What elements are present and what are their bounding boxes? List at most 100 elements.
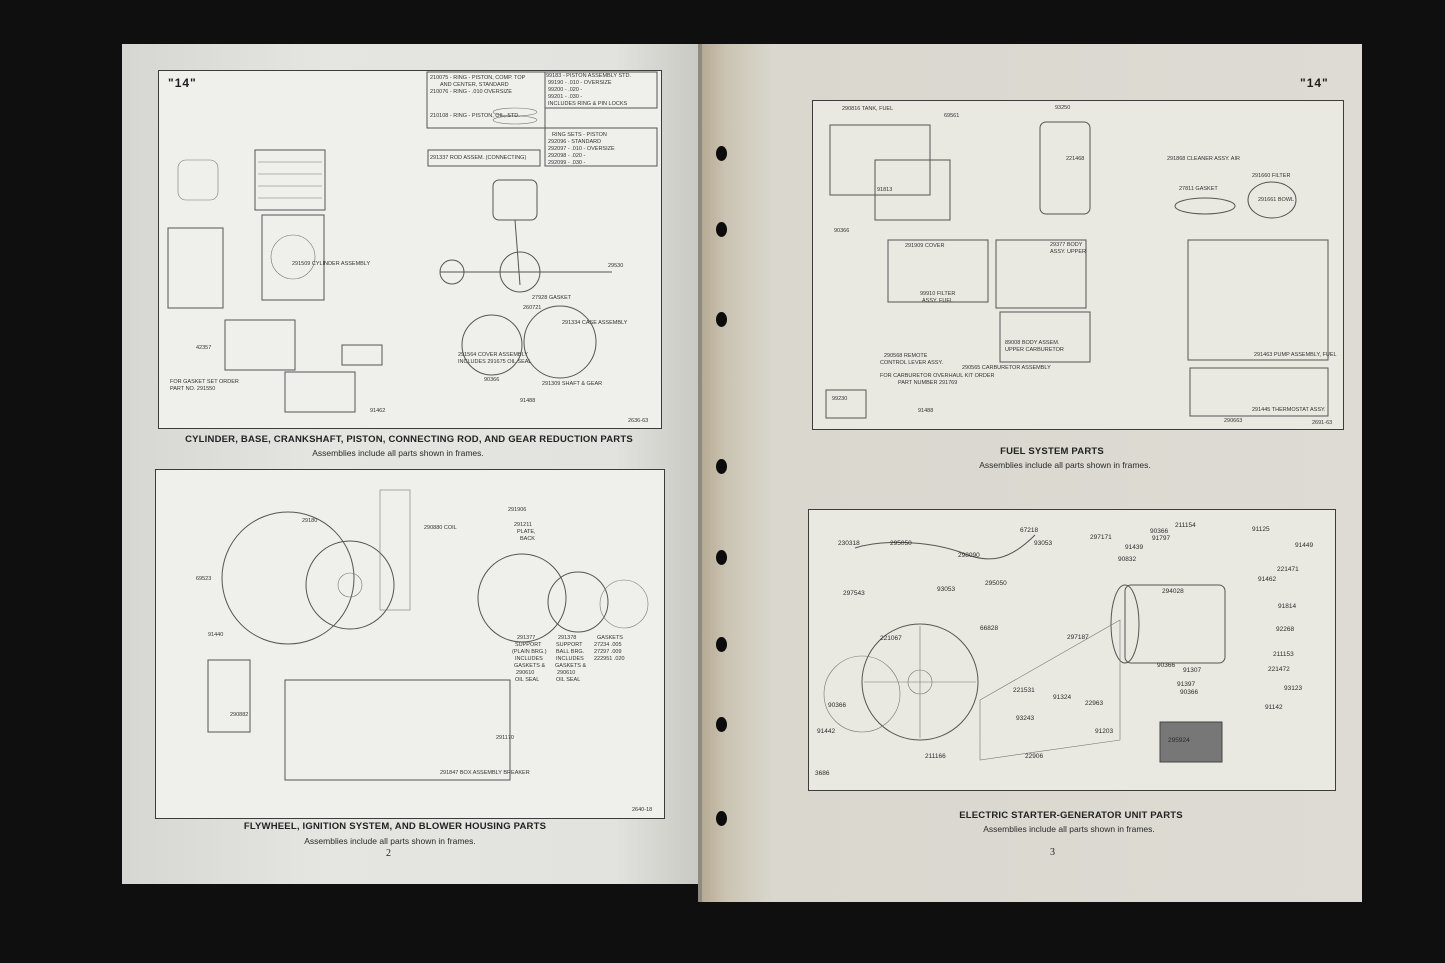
part-label: 298090	[958, 552, 980, 559]
fuel-system-diagram	[812, 100, 1344, 430]
part-label: 291564 COVER ASSEMBLY	[458, 352, 528, 358]
part-label: 90366	[1157, 662, 1176, 669]
part-label: PLATE,	[517, 529, 536, 535]
part-label: 29530	[608, 263, 624, 269]
booklet-spine	[698, 44, 702, 902]
figure-title-cylinder: CYLINDER, BASE, CRANKSHAFT, PISTON, CONN…	[185, 434, 633, 445]
part-label: 91125	[1252, 526, 1270, 533]
page-number: 2	[386, 848, 391, 859]
part-label: 221531	[1013, 687, 1035, 694]
part-label: 69561	[944, 113, 960, 119]
part-label: 290663	[1224, 418, 1243, 424]
part-label: BALL BRG.	[556, 649, 585, 655]
part-label: INCLUDES RING & PIN LOCKS	[548, 101, 628, 107]
part-label: 295050	[985, 580, 1007, 587]
part-label: 91797	[1152, 535, 1171, 542]
part-label: 66828	[980, 625, 999, 632]
part-label: 91449	[1295, 542, 1314, 549]
page-2-header: "14"	[168, 76, 197, 90]
part-label: 91462	[370, 408, 386, 414]
part-label: 91488	[520, 398, 536, 404]
part-label: 291661 BOWL	[1258, 197, 1295, 203]
part-label: 222951 .020	[594, 656, 625, 662]
part-label: CONTROL LEVER ASSY.	[880, 360, 943, 366]
part-label: 99201 - .030 -	[548, 94, 583, 100]
part-label: 90366	[828, 702, 847, 709]
part-label: 27234 .005	[594, 642, 622, 648]
part-label: 291463 PUMP ASSEMBLY, FUEL	[1254, 352, 1337, 358]
part-label: 92268	[1276, 626, 1295, 633]
part-label: INCLUDES 291675 OIL SEAL	[458, 359, 532, 365]
part-label: 291660 FILTER	[1252, 173, 1291, 179]
part-label: 99190 - .010 - OVERSIZE	[548, 80, 612, 86]
part-label: 99183 - PISTON ASSEMBLY STD.	[546, 73, 631, 79]
part-label: 29377 BODY	[1050, 242, 1083, 248]
part-label: 2636-63	[628, 418, 649, 424]
part-label: 291906	[508, 507, 527, 513]
part-label: SUPPORT	[515, 642, 542, 648]
part-label: 90366	[484, 377, 500, 383]
figure-note: Assemblies include all parts shown in fr…	[312, 448, 484, 458]
part-label: 91397	[1177, 681, 1196, 688]
part-label: ASSY. FUEL	[922, 298, 954, 304]
figure-title-fuel: FUEL SYSTEM PARTS	[1000, 446, 1104, 457]
part-label: 91440	[208, 632, 224, 638]
part-label: 89008 BODY ASSEM.	[1005, 340, 1060, 346]
binder-hole	[716, 312, 727, 327]
flywheel-parts-diagram	[155, 469, 665, 819]
figure-note: Assemblies include all parts shown in fr…	[304, 836, 476, 846]
part-label: AND CENTER, STANDARD	[440, 82, 509, 88]
part-label: 290880 COIL	[424, 525, 457, 531]
figure-note: Assemblies include all parts shown in fr…	[983, 824, 1155, 834]
binder-hole	[716, 459, 727, 474]
part-label: 291378	[558, 635, 577, 641]
part-label: 93053	[1034, 540, 1053, 547]
part-label: 93250	[1055, 105, 1071, 111]
binder-hole	[716, 146, 727, 161]
part-label: GASKETS &	[514, 663, 546, 669]
part-label: 22963	[1085, 700, 1104, 707]
part-label: 221067	[880, 635, 902, 642]
binder-hole	[716, 717, 727, 732]
part-label: INCLUDES	[515, 656, 543, 662]
part-label: 93053	[937, 586, 956, 593]
part-label: 69523	[196, 576, 212, 582]
part-label: 221468	[1066, 156, 1085, 162]
part-label: 91307	[1183, 667, 1202, 674]
part-label: 91442	[817, 728, 836, 735]
part-label: 291377	[517, 635, 536, 641]
part-label: 292099 - .030 -	[548, 160, 586, 166]
part-label: 2640-18	[632, 807, 653, 813]
part-label: 291211	[514, 522, 532, 528]
part-label: 291170	[496, 735, 514, 741]
part-label: 91439	[1125, 544, 1144, 551]
part-label: 67218	[1020, 527, 1039, 534]
figure-title-flywheel: FLYWHEEL, IGNITION SYSTEM, AND BLOWER HO…	[243, 821, 547, 832]
part-label: 93123	[1284, 685, 1303, 692]
part-label: 291847 BOX ASSEMBLY BREAKER	[440, 770, 530, 776]
part-label: 42357	[196, 345, 212, 351]
part-label: 99910 FILTER	[920, 291, 956, 297]
part-label: 2691-63	[1312, 420, 1333, 426]
part-label: 221472	[1268, 666, 1290, 673]
part-label: 91813	[877, 187, 893, 193]
binder-hole	[716, 550, 727, 565]
binder-hole	[716, 222, 727, 237]
part-label: FOR CARBURETOR OVERHAUL KIT ORDER	[880, 373, 995, 379]
cylinder-parts-diagram	[158, 70, 662, 429]
part-label: 291509 CYLINDER ASSEMBLY	[292, 261, 371, 267]
part-label: BACK	[520, 536, 535, 542]
part-label: 91814	[1278, 603, 1297, 610]
page-number: 3	[1050, 847, 1055, 858]
part-label: 291337 ROD ASSEM. (CONNECTING)	[430, 155, 527, 161]
part-label: 292096 - STANDARD	[548, 139, 602, 145]
part-label: 297171	[1090, 534, 1112, 541]
part-label: 297187	[1067, 634, 1089, 641]
part-label: 260721	[523, 305, 542, 311]
page-3-header: "14"	[1300, 76, 1329, 90]
part-label: 91324	[1053, 694, 1072, 701]
part-label: 90366	[834, 228, 850, 234]
part-label: 291334 CASE ASSEMBLY	[562, 320, 628, 326]
part-label: 290568 REMOTE	[884, 353, 928, 359]
part-label: 291445 THERMOSTAT ASSY.	[1252, 407, 1326, 413]
